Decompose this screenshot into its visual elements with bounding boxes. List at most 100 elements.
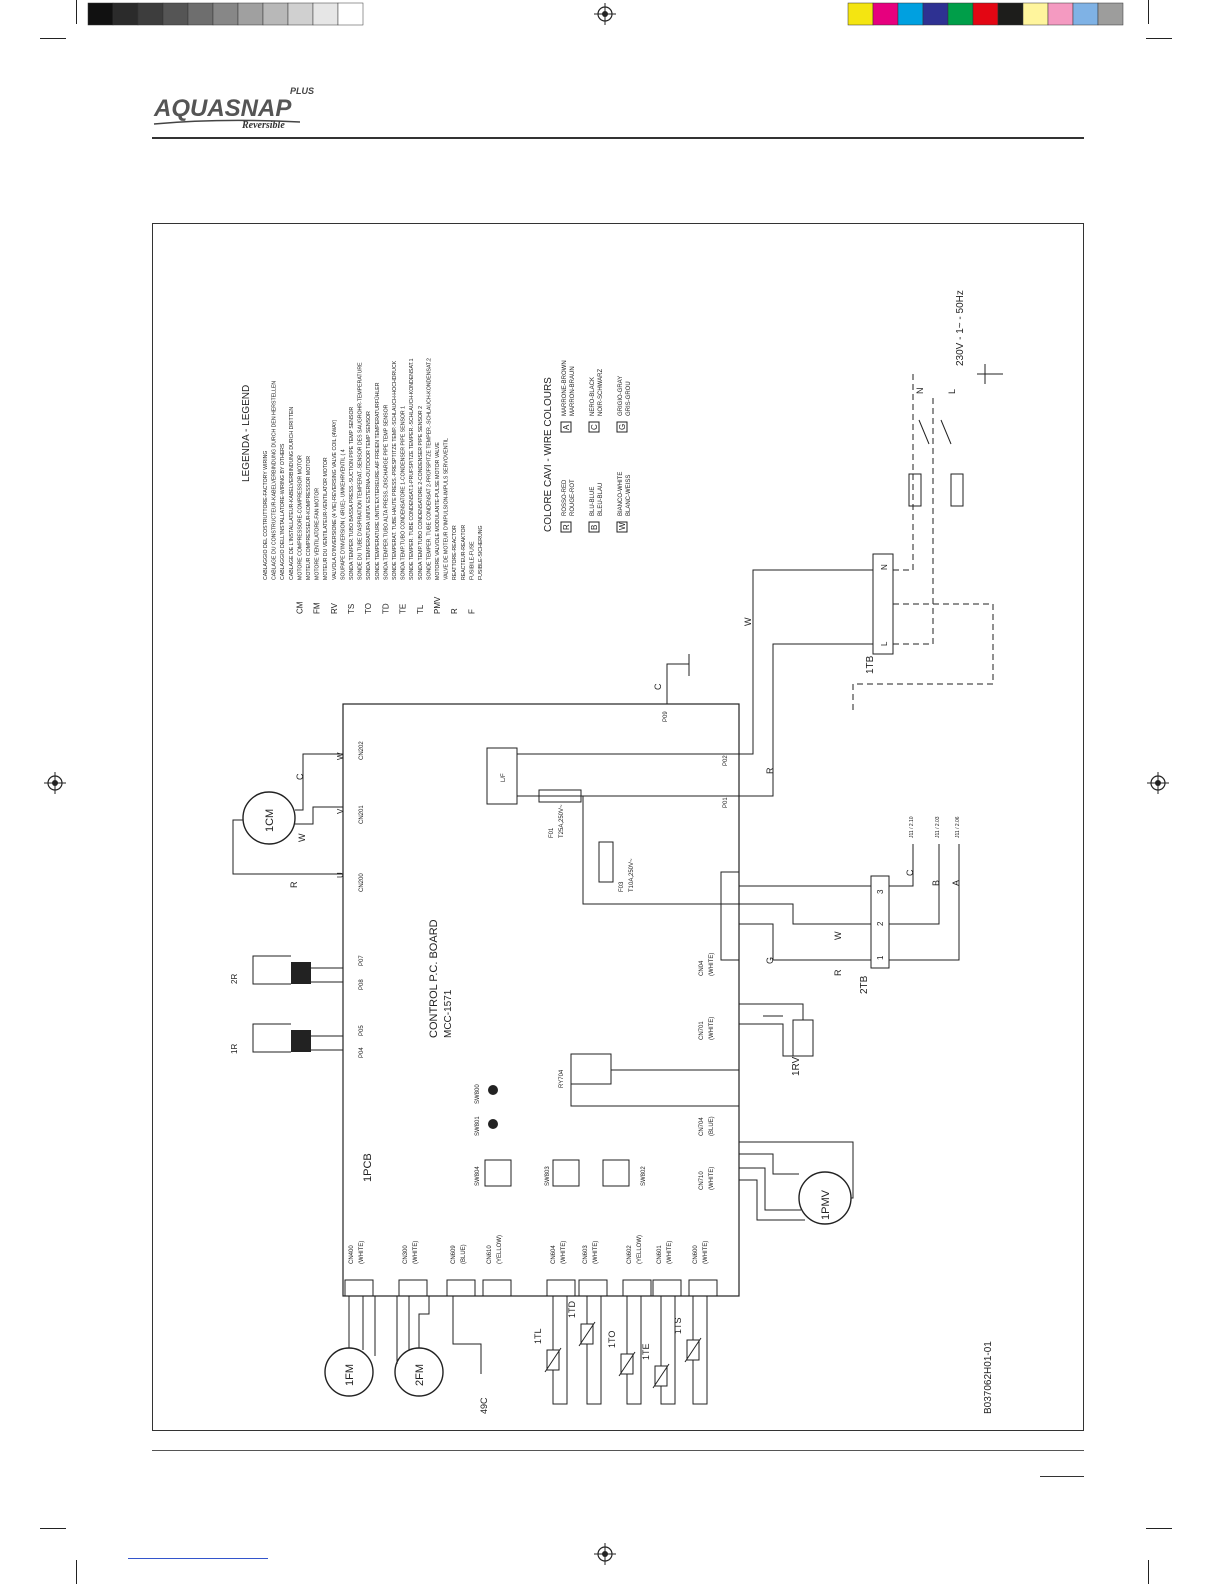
legend-item: SONDE TEMPERATURE UNITE'EXTERIEURE-AIF F… xyxy=(374,382,381,580)
sw802-label: SW802 xyxy=(641,1166,647,1186)
crop-mark xyxy=(1148,1560,1149,1584)
legend-item: FUSIBLE-SICHERUNG xyxy=(478,526,484,580)
cn200-label: CN200 xyxy=(359,873,365,892)
legend-symbol: RV xyxy=(330,602,339,614)
gray-swatch xyxy=(262,2,289,26)
wiring-diagram: LEGENDA - LEGEND CABLAGGIO DEL COSTRUTTO… xyxy=(152,223,1084,1431)
color-swatch xyxy=(1022,2,1049,26)
r1-label: 1R xyxy=(230,1044,239,1054)
legend-symbol: TO xyxy=(364,603,373,614)
legend-item: MOTEUR DU VENTILATEUR-VENTILATOR MOTOR xyxy=(323,457,329,580)
color-swatch xyxy=(1072,2,1099,26)
cn704-colour: (BLUE) xyxy=(709,1116,715,1136)
board-model: MCC-1571 xyxy=(443,989,454,1038)
thermistor-icon xyxy=(546,1349,560,1371)
gray-swatch xyxy=(287,2,314,26)
legend-symbol: TE xyxy=(399,604,408,614)
legend-item: MOTEUR COMPRESSEUR-KOMPRESSOR MOTOR xyxy=(306,456,312,580)
thermistor-icon xyxy=(686,1339,700,1361)
cn604-label: CN604 xyxy=(551,1245,557,1264)
wire-colour-code: C xyxy=(590,424,599,430)
p02-label: P02 xyxy=(723,755,729,766)
crop-mark xyxy=(40,38,66,39)
legend-item: CABLAGGIO DEL COSTRUTTORE-FACTORY WIRING xyxy=(263,451,269,580)
wire-colour-code: B xyxy=(590,525,599,530)
connector-cn610 xyxy=(482,1279,512,1297)
wire-label-w3: W xyxy=(743,617,753,626)
legend-item: VALVE DE MOTEUR D'IMPULSION-IMPULS SERVO… xyxy=(444,438,450,580)
cn602-colour: (YELLOW) xyxy=(637,1235,643,1264)
legend-symbol: TL xyxy=(416,604,425,614)
1tb-n: N xyxy=(880,564,889,570)
legend-item: CABLAGE DE L'INSTALLATEUR-KABELVERBINDUN… xyxy=(289,407,295,580)
wire-colour-name: BLANC-WEISS xyxy=(626,475,632,516)
reversing-valve-coil-icon xyxy=(792,1019,814,1057)
pcb-outline xyxy=(342,703,740,1297)
legend-symbol: F xyxy=(467,609,476,614)
connector-cn602 xyxy=(622,1279,652,1297)
legend-item: FUSIBILE-FUSE xyxy=(469,541,475,580)
ref-a: J11 / 2.06 xyxy=(955,816,961,838)
footer-rule xyxy=(152,1450,1084,1451)
drawing-number: B037062H01-01 xyxy=(983,1341,994,1414)
p05-label: P05 xyxy=(359,1025,365,1036)
reactor-1r: 1R xyxy=(230,1023,311,1054)
f01-label: F01 xyxy=(549,827,555,838)
registration-mark-icon xyxy=(44,772,66,794)
sensor-label: 1TO xyxy=(607,1331,617,1348)
terminal-v: V xyxy=(336,808,345,814)
terminal-u: U xyxy=(336,872,345,878)
thermistor-icon xyxy=(620,1353,634,1375)
compressor-motor-icon xyxy=(242,791,296,845)
legend-item: SONDA TEMP.TUBO CONDENSATORE 2-CONDENSER… xyxy=(418,406,424,580)
wire-colour-code: R xyxy=(562,524,571,530)
cn609-label: CN609 xyxy=(451,1245,457,1264)
ry704-label: RY704 xyxy=(559,1069,565,1088)
legend-item: MOTORE VENTILATORE-FAN MOTOR xyxy=(315,488,321,580)
wire-label-b: B xyxy=(931,880,941,886)
cn400-colour: (WHITE) xyxy=(359,1241,365,1264)
cn04-label: CN04 xyxy=(699,960,705,976)
legend-symbol: R xyxy=(450,608,459,614)
c49-label: 49C xyxy=(479,1397,489,1414)
cn600-colour: (WHITE) xyxy=(703,1241,709,1264)
color-swatch xyxy=(1097,2,1124,26)
wire-colour-name: ROSSO-RED xyxy=(562,479,568,516)
legend-item: VALVOLA D'INVERSIONE (4 VIE)-REVERSING V… xyxy=(332,419,338,580)
connector-cn609 xyxy=(446,1279,476,1297)
legend-item: SONDA TEMPER.TUBO BASSA PRESS.-SUCTION P… xyxy=(349,407,355,580)
p07-label: P07 xyxy=(359,955,365,966)
cn201-label: CN201 xyxy=(359,805,365,824)
line-filter-icon xyxy=(486,747,518,805)
ref-c: J11 / 2.10 xyxy=(909,816,915,838)
color-swatch xyxy=(847,2,874,26)
wire-colour-code: W xyxy=(618,522,627,530)
p09-label: P09 xyxy=(663,711,669,722)
crop-mark xyxy=(76,0,77,24)
color-swatch xyxy=(997,2,1024,26)
2tb-t2: 2 xyxy=(876,921,885,926)
sensor-label: 1TE xyxy=(641,1343,651,1360)
wire-label-c3: C xyxy=(653,683,663,690)
wire-colour-code: A xyxy=(562,424,571,430)
wire-colour-name: BIANCO-WHITE xyxy=(618,472,624,516)
legend-item: CABLAGGIO DELL'INSTALLATORE-WIRING BY OT… xyxy=(280,443,286,580)
registration-mark-icon xyxy=(594,1543,616,1565)
legend-item: SOUPAPE D'INVERSION ( 4RUE)- UMKEHRVENTI… xyxy=(340,449,346,580)
wire-colour-name: BLU-BLUE xyxy=(590,487,596,516)
crop-mark xyxy=(1146,1528,1172,1529)
cn603-colour: (WHITE) xyxy=(593,1241,599,1264)
p04-label: P04 xyxy=(359,1047,365,1058)
1tb-l: L xyxy=(880,641,889,646)
wire-colour-name: NOIR-SCHWARZ xyxy=(598,369,604,416)
connector-cn300 xyxy=(398,1279,428,1297)
color-swatch xyxy=(972,2,999,26)
cn300-colour: (WHITE) xyxy=(413,1241,419,1264)
cn604-colour: (WHITE) xyxy=(561,1241,567,1264)
bottom-link-rule xyxy=(128,1558,268,1559)
reactor-2r: 2R xyxy=(230,955,311,985)
cn609-colour: (BLUE) xyxy=(461,1244,467,1264)
legend-item: SONDE DU TUBE D'ASPIRATION TEMPERAT.-SEN… xyxy=(358,362,364,580)
color-swatch xyxy=(897,2,924,26)
cn601-label: CN601 xyxy=(657,1245,663,1264)
